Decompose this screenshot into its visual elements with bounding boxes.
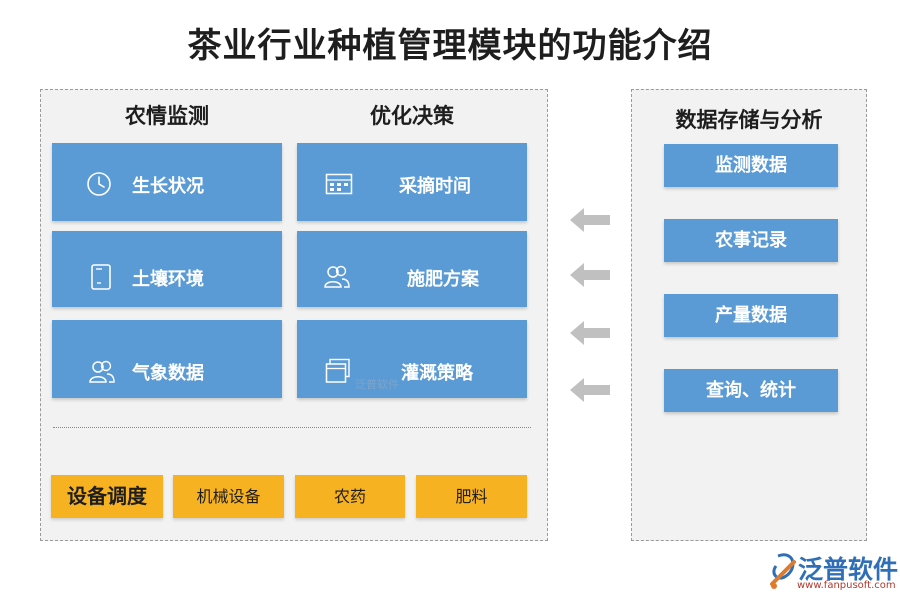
users-icon <box>323 263 351 294</box>
storage-heading: 数据存储与分析 <box>675 107 823 132</box>
arrow-left-icon <box>570 378 610 402</box>
tile-label: 施肥方案 <box>407 269 479 290</box>
monitoring-heading: 农情监测 <box>125 103 209 128</box>
page-title: 茶业行业种植管理模块的功能介绍 <box>187 26 713 66</box>
tile-label: 气象数据 <box>132 363 204 384</box>
logo-name: 泛普软件 <box>798 555 899 584</box>
decision-heading: 优化决策 <box>370 103 454 128</box>
logo-url[interactable]: www.fanpusoft.com <box>797 580 896 591</box>
tile-label: 土壤环境 <box>132 269 204 290</box>
equipment-heading: 设备调度 <box>51 475 163 518</box>
storage-item-farm-records[interactable]: 农事记录 <box>664 219 838 262</box>
tile-irrigation-strategy[interactable]: 灌溉策略 <box>297 320 527 398</box>
people-icon <box>88 358 116 389</box>
tile-fertilization-plan[interactable]: 施肥方案 <box>297 231 527 307</box>
equipment-item-pesticide[interactable]: 农药 <box>295 475 405 518</box>
watermark: 泛普软件 <box>355 378 399 391</box>
equipment-item-machinery[interactable]: 机械设备 <box>173 475 284 518</box>
tile-picking-time[interactable]: 采摘时间 <box>297 143 527 221</box>
clock-icon <box>86 171 112 202</box>
calendar-icon <box>325 173 353 200</box>
tile-growth-status[interactable]: 生长状况 <box>52 143 282 221</box>
fanpu-logo-icon <box>770 553 796 589</box>
storage-item-yield-data[interactable]: 产量数据 <box>664 294 838 337</box>
tablet-icon <box>90 263 112 296</box>
arrow-left-icon <box>570 263 610 287</box>
storage-item-query-statistics[interactable]: 查询、统计 <box>664 369 838 412</box>
tile-label: 采摘时间 <box>399 176 471 197</box>
arrow-left-icon <box>570 208 610 232</box>
tile-label: 灌溉策略 <box>401 363 473 384</box>
tile-label: 生长状况 <box>132 176 204 197</box>
windows-icon <box>325 358 351 389</box>
equipment-item-fertilizer[interactable]: 肥料 <box>416 475 527 518</box>
divider <box>53 427 531 428</box>
tile-soil-environment[interactable]: 土壤环境 <box>52 231 282 307</box>
tile-weather-data[interactable]: 气象数据 <box>52 320 282 398</box>
arrow-left-icon <box>570 321 610 345</box>
storage-item-monitoring-data[interactable]: 监测数据 <box>664 144 838 187</box>
